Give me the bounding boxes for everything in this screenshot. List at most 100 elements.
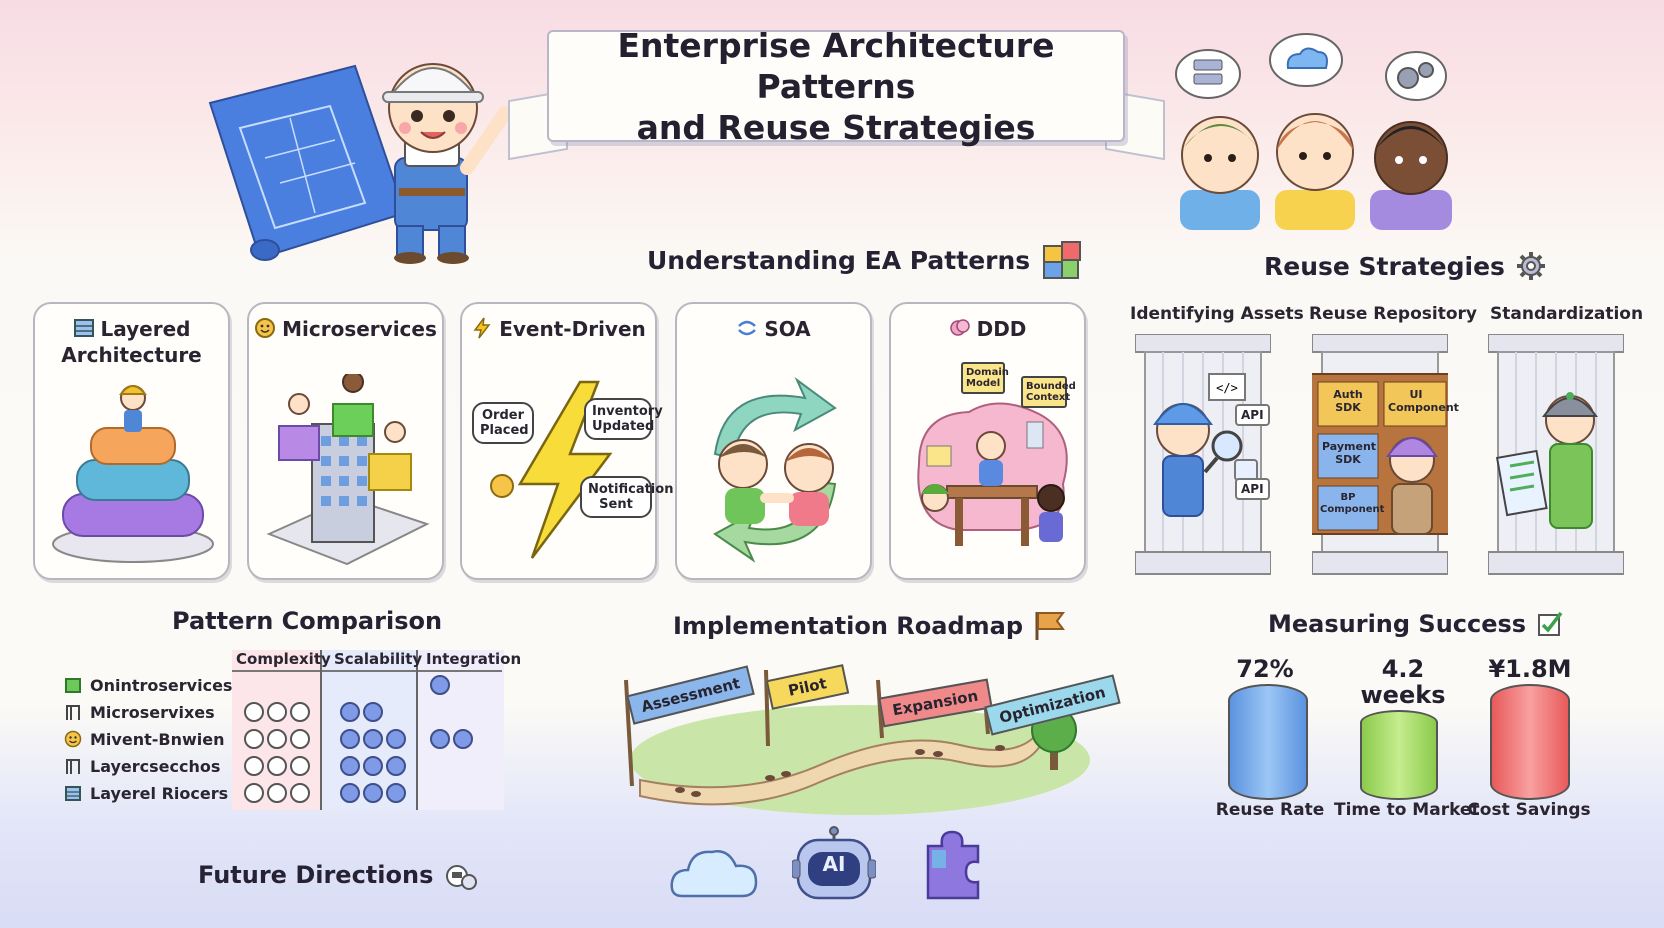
rating-complexity (244, 756, 313, 776)
rating-dot (267, 756, 287, 776)
comparison-row: Onintroservices (64, 672, 232, 698)
shelf-auth-sdk: Auth SDK (1333, 388, 1363, 414)
rating-dot (267, 729, 287, 749)
rating-scalability (340, 756, 409, 776)
pattern-card-microservices-label: Microservices (282, 317, 437, 341)
event-bubble-order-placed: Order Placed (472, 402, 534, 444)
comparison-row: Layerel Riocers (64, 780, 228, 806)
event-bubble-inventory-updated-text: Inventory Updated (592, 404, 663, 434)
rating-dot (244, 702, 264, 722)
rating-dot (386, 756, 406, 776)
comparison-col-scalability: Scalability (334, 650, 423, 668)
shelf-ui-component: UI Component (1388, 388, 1459, 414)
rating-dot (363, 729, 383, 749)
rating-dot (363, 783, 383, 803)
comparison-row: Mivent-Bnwien (64, 726, 224, 752)
ddd-brain-team-illustration (917, 402, 1068, 546)
roadmap-path-illustration (624, 669, 1090, 815)
comparison-row: Microservixes (64, 699, 215, 725)
ai-robot-label: AI (822, 852, 846, 876)
smiley-icon (64, 730, 82, 748)
metric-cylinder-time-to-market (1360, 710, 1438, 800)
pillar-label-reuse-repository: Reuse Repository (1309, 304, 1477, 324)
shelf-bp-component: BP Component (1320, 492, 1385, 515)
puzzle-piece-icon (926, 830, 980, 900)
page-title-line1: Enterprise Architecture Patterns (617, 25, 1055, 106)
rating-dot (244, 783, 264, 803)
rating-dot (244, 756, 264, 776)
comparison-row-label: Microservixes (90, 702, 215, 722)
rating-dot (453, 729, 473, 749)
metric-label-time-to-market: Time to Market (1334, 800, 1480, 820)
rating-scalability (340, 702, 386, 722)
comparison-col-complexity: Complexity (236, 650, 331, 668)
pillar-label-standardization: Standardization (1490, 304, 1644, 324)
rating-dot (340, 783, 360, 803)
rating-dot (430, 675, 450, 695)
event-bubble-notification-sent: Notification Sent (580, 476, 673, 518)
rating-dot (267, 783, 287, 803)
comparison-section-title: Pattern Comparison (172, 607, 443, 635)
rating-dot (340, 729, 360, 749)
ddd-note-domain-model-text: Domain Model (966, 367, 1009, 389)
pillar-standardization-art (1487, 333, 1625, 575)
layered-cake-illustration (52, 385, 214, 563)
layers-icon (73, 319, 94, 337)
rating-complexity (244, 729, 313, 749)
gate-icon (64, 757, 82, 775)
metric-value-time-to-market: 4.2 weeks (1358, 656, 1448, 708)
metric-value-reuse-rate: 72% (1236, 655, 1294, 683)
comparison-row-label: Onintroservices (90, 675, 233, 695)
pillar-identifying-assets: </> API API (1134, 333, 1272, 578)
rating-dot (363, 756, 383, 776)
pattern-card-soa-label: SOA (764, 317, 811, 341)
event-bubble-order-placed-text: Order Placed (480, 408, 529, 438)
smiley-icon (255, 318, 276, 338)
rating-dot (386, 729, 406, 749)
rating-scalability (340, 783, 409, 803)
rating-dot (244, 729, 264, 749)
patterns-section-title: Understanding EA Patterns (647, 238, 1086, 282)
cycle-arrows-icon (738, 320, 757, 336)
team-kids-illustration (1175, 33, 1452, 230)
metrics-section-title: Measuring Success (1268, 610, 1564, 638)
pattern-card-layered-title: Layered Architecture (35, 316, 228, 368)
rating-complexity (244, 702, 313, 722)
comparison-row: Layercsecchos (64, 753, 220, 779)
rating-dot (290, 783, 310, 803)
pattern-card-ddd-label: DDD (976, 317, 1027, 341)
pattern-card-layered[interactable]: Layered Architecture (33, 302, 230, 580)
pattern-card-ddd[interactable]: DDD Domain Model Bounded Context (889, 302, 1086, 580)
pattern-card-soa[interactable]: SOA (675, 302, 872, 580)
pattern-card-layered-label-2: Architecture (61, 343, 202, 367)
layers-icon (64, 784, 82, 802)
metric-value-cost-savings: ¥1.8M (1488, 655, 1572, 683)
pattern-card-microservices[interactable]: Microservices (247, 302, 444, 580)
comparison-col-integration: Integration (426, 650, 522, 668)
rating-dot (430, 729, 450, 749)
shelf-payment-sdk: Payment SDK (1322, 440, 1377, 466)
title-banner: Enterprise Architecture Patterns and Reu… (547, 26, 1125, 147)
rating-complexity (244, 783, 313, 803)
metric-value-time-2: weeks (1360, 681, 1446, 709)
pattern-card-event-driven-title: Event-Driven (462, 316, 655, 342)
rating-dot (363, 702, 383, 722)
ddd-note-bounded-context-text: Bounded Context (1026, 381, 1076, 403)
pattern-card-event-driven[interactable]: Event-Driven Order Placed Inventory Upda… (460, 302, 673, 580)
comparison-divider-2 (416, 650, 418, 810)
metrics-title-text: Measuring Success (1268, 610, 1527, 638)
metric-label-cost-savings: Cost Savings (1467, 800, 1591, 820)
pattern-card-ddd-title: DDD (891, 316, 1084, 342)
api-tag-2: API (1235, 478, 1270, 500)
blueprint-engineer-illustration (208, 63, 512, 264)
future-section-title: Future Directions (198, 858, 479, 892)
metric-cylinder-reuse-rate (1228, 684, 1308, 800)
gate-icon (64, 703, 82, 721)
puzzle-icon (1043, 241, 1082, 279)
ai-robot-icon (792, 826, 876, 900)
ddd-note-domain-model: Domain Model (961, 362, 1009, 394)
svg-text:</>: </> (1216, 381, 1238, 395)
robot-gear-icon (446, 865, 478, 890)
pillar-identifying-assets-art: </> (1134, 333, 1272, 575)
comparison-divider-1 (320, 650, 322, 810)
